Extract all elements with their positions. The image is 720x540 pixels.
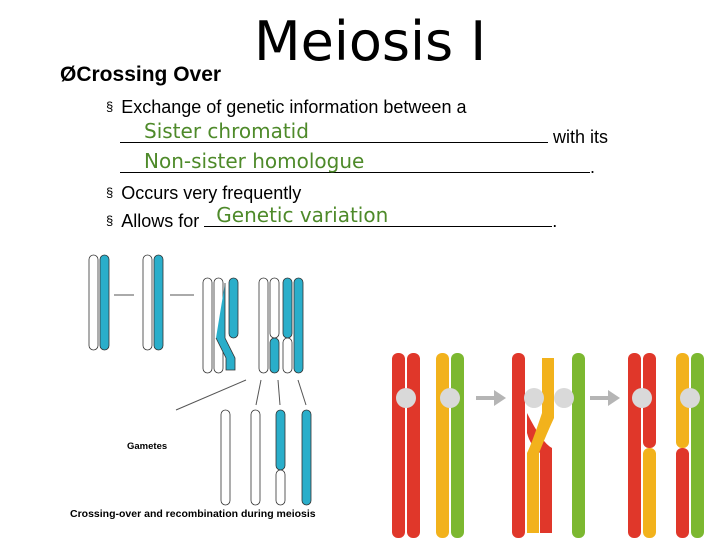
arrow [175,379,247,411]
bullet-text: Occurs very frequently [121,183,302,203]
gamete-chromosome [301,409,312,506]
bullet-text: Allows for [121,211,200,231]
answer-sister-chromatid: Sister chromatid [144,119,309,143]
chromosome-red [392,353,405,538]
chromatid-white [202,277,213,374]
bullet-exchange: § Exchange of genetic information between… [106,96,466,118]
subheading-marker: Ø [60,63,77,86]
centromere [632,388,652,408]
centromere [440,388,460,408]
centromere [680,388,700,408]
answer-blank: Genetic variation [204,204,553,227]
subheading-text: Crossing Over [76,63,222,86]
bullet-variation: § Allows for Genetic variation . [106,204,558,232]
chromatid-blue [228,277,239,339]
chromatid-white [282,337,293,374]
arrow [255,379,262,406]
chromatid-blue [153,254,164,351]
chromosome-green [572,353,585,538]
chromatid-blue [282,277,293,339]
answer-non-sister-homologue: Non-sister homologue [144,149,365,173]
answer-blank: Sister chromatid [120,120,548,143]
slide-title: Meiosis I [254,10,487,73]
chromosome-green [691,353,704,538]
chromosome-yellow [436,353,449,538]
bullet-text: . [552,211,558,231]
gamete-chromosome [250,409,261,506]
bullet-marker: § [106,185,114,200]
arrow-icon [590,390,620,406]
chromosome-green [451,353,464,538]
chromosome-red [512,353,525,538]
chromatid-blue [99,254,110,351]
gamete-chromosome [275,469,286,506]
chromatid-white [258,277,269,374]
centromere [554,388,574,408]
chromosome-red [628,353,641,538]
bullet-text: with its [553,127,609,147]
bullet-line-sister: Sister chromatid with its [120,120,609,148]
chromatid-blue [293,277,304,374]
gametes-label: Gametes [127,441,168,452]
arrow-icon [476,390,506,406]
answer-blank: Non-sister homologue [120,150,590,173]
subheading: ØCrossing Over [60,63,221,87]
chromosome-red [407,353,420,538]
bullet-text: . [590,157,596,177]
bullet-marker: § [106,213,114,228]
centromere [524,388,544,408]
chromosome-crossed-yellow [527,358,554,533]
chromatid-blue [269,337,280,374]
chromatid-crossed [215,283,236,371]
centromere [396,388,416,408]
bullet-marker: § [106,99,114,114]
crossing-over-diagram [88,254,312,506]
colored-crossing-over-figure [392,353,704,538]
bullet-text: Exchange of genetic information between … [121,97,467,117]
chromatid-white [88,254,99,351]
bullet-line-nonsister: Non-sister homologue . [120,150,596,178]
chromosome-yellow-segment [643,448,656,538]
gamete-chromosome [220,409,231,506]
arrow [277,379,281,406]
gamete-chromosome [275,409,286,471]
chromatid-white [269,277,280,339]
arrow [297,379,307,406]
figure-caption: Crossing-over and recombination during m… [70,508,316,520]
chromatid-white [142,254,153,351]
bullet-frequency: § Occurs very frequently [106,182,301,204]
answer-genetic-variation: Genetic variation [216,203,389,227]
chromosome-red-segment [676,448,689,538]
